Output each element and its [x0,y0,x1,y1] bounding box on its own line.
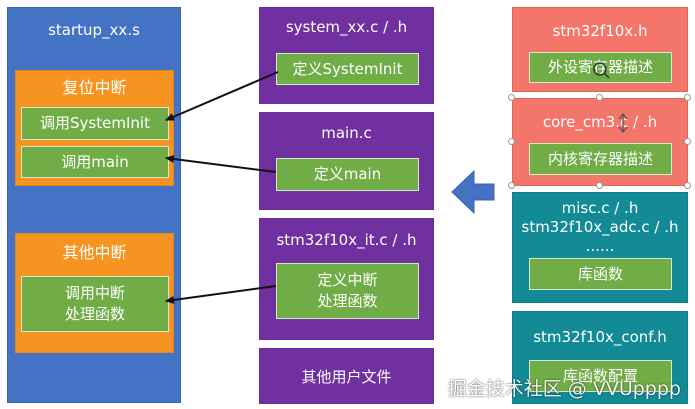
define-main-label: 定义main [313,165,382,183]
define-handler-box: 定义中断 处理函数 [276,263,419,319]
conf-file-title: stm32f10x_conf.h [533,328,667,346]
selection-handle[interactable] [596,182,603,189]
cursor-icon [593,62,610,79]
library-functions-box: 库函数 [529,258,672,290]
selection-handle[interactable] [684,138,691,145]
watermark: 掘金技术社区 @ VVUpppp [447,378,681,400]
main-file-panel: main.c 定义main [259,112,434,210]
device-header-title: stm32f10x.h [552,22,648,40]
call-handler-box: 调用中断 处理函数 [21,276,169,332]
device-header-panel: stm32f10x.h 外设寄存器描述 [512,7,688,92]
arrow-handler [165,285,277,304]
arrow-main [165,155,277,173]
library-config-label: 库函数配置 [562,366,638,385]
arrow-systeminit [165,71,279,121]
conf-file-panel: stm32f10x_conf.h 库函数配置 [512,311,688,404]
selection-handle[interactable] [508,138,515,145]
define-systeminit-label: 定义SystemInit [292,59,403,78]
peripheral-register-box: 外设寄存器描述 [529,52,672,83]
other-user-files-panel: 其他用户文件 [259,348,434,404]
core-file-title: core_cm3.c / .h [542,113,658,131]
call-systeminit-label: 调用SystemInit [40,114,150,132]
other-interrupt-title: 其他中断 [62,243,127,262]
define-systeminit-box: 定义SystemInit [276,53,419,85]
it-file-title: stm32f10x_it.c / .h [276,231,417,249]
call-systeminit-box: 调用SystemInit [21,107,169,140]
core-register-box: 内核寄存器描述 [529,143,672,175]
library-files-panel: misc.c / .h stm32f10x_adc.c / .h ...... … [512,192,688,303]
selection-handle[interactable] [508,182,515,189]
selection-handle[interactable] [596,94,603,101]
move-cursor-icon [618,112,628,134]
library-functions-label: 库函数 [577,264,623,283]
reset-interrupt-group: 复位中断 调用SystemInit 调用main [15,70,174,186]
define-handler-label: 定义中断 处理函数 [317,271,378,310]
call-main-box: 调用main [21,146,169,178]
other-user-files-title: 其他用户文件 [301,368,392,386]
selection-handle[interactable] [508,94,515,101]
startup-file-panel: startup_xx.s 复位中断 调用SystemInit 调用main 其他… [7,7,181,403]
call-handler-label: 调用中断 处理函数 [64,284,125,323]
main-file-title: main.c [321,124,372,142]
it-file-panel: stm32f10x_it.c / .h 定义中断 处理函数 [259,218,434,340]
system-file-panel: system_xx.c / .h 定义SystemInit [259,7,434,104]
reset-interrupt-title: 复位中断 [62,78,127,97]
library-config-box: 库函数配置 [529,360,672,392]
other-interrupt-group: 其他中断 调用中断 处理函数 [15,233,174,353]
call-main-label: 调用main [61,152,129,171]
startup-file-title: startup_xx.s [48,21,140,39]
left-arrow-icon [451,169,495,215]
system-file-title: system_xx.c / .h [285,18,408,36]
library-files-title: misc.c / .h stm32f10x_adc.c / .h ...... [521,199,679,255]
define-main-box: 定义main [276,158,419,191]
peripheral-register-label: 外设寄存器描述 [547,58,653,76]
core-register-label: 内核寄存器描述 [547,149,653,168]
core-file-panel[interactable]: core_cm3.c / .h 内核寄存器描述 [512,98,688,186]
selection-handle[interactable] [684,182,691,189]
selection-handle[interactable] [684,94,691,101]
